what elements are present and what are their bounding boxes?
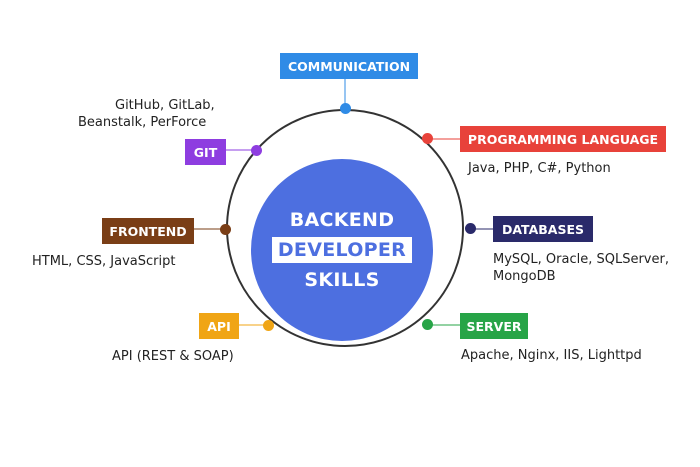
frontend-dot [220,224,231,235]
server-tag: SERVER [460,313,528,339]
git-dot [251,145,262,156]
programming-desc: Java, PHP, C#, Python [468,161,611,176]
databases-desc-line2: MongoDB [493,269,556,284]
center-line-1: BACKEND [289,209,395,231]
databases-tag: DATABASES [493,216,593,242]
center-circle: BACKEND DEVELOPER SKILLS [251,159,433,341]
programming-dot [422,133,433,144]
git-desc-line1: GitHub, GitLab, [115,98,215,113]
center-line-3: SKILLS [304,269,380,291]
databases-desc-line1: MySQL, Oracle, SQLServer, [493,252,669,267]
api-desc: API (REST & SOAP) [112,349,234,364]
api-tag: API [199,313,239,339]
frontend-tag: FRONTEND [102,218,194,244]
git-tag: GIT [185,139,226,165]
git-desc-line2: Beanstalk, PerForce [78,115,207,130]
databases-dot [465,223,476,234]
frontend-desc: HTML, CSS, JavaScript [32,254,176,269]
server-dot [422,319,433,330]
center-line-2: DEVELOPER [271,237,413,263]
communication-tag: COMMUNICATION [280,53,418,79]
programming-language-tag: PROGRAMMING LANGUAGE [460,126,666,152]
communication-dot [340,103,351,114]
server-desc: Apache, Nginx, IIS, Lighttpd [461,348,642,363]
api-dot [263,320,274,331]
